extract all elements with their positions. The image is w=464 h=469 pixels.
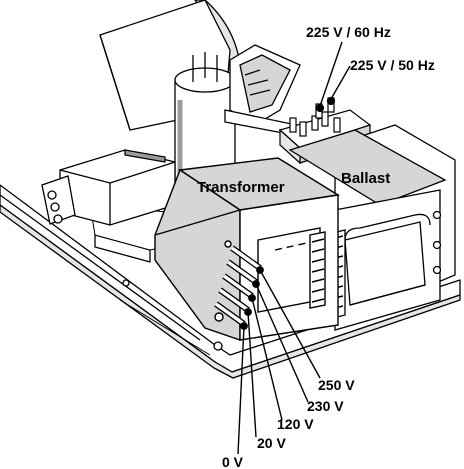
ballast-label: Ballast bbox=[341, 170, 390, 187]
tap-label-20v: 20 V bbox=[257, 435, 286, 451]
tap-leader-lines bbox=[237, 269, 321, 455]
ballast bbox=[288, 124, 456, 331]
tap-label-230v: 230 V bbox=[307, 398, 344, 414]
leader-20v bbox=[247, 311, 257, 438]
transformer bbox=[154, 157, 340, 341]
leader-250v bbox=[259, 269, 321, 379]
selector-leader-lines bbox=[319, 41, 351, 107]
leader-120v bbox=[251, 297, 283, 421]
tap-label-0v: 0 V bbox=[222, 454, 244, 469]
tap-label-250v: 250 V bbox=[318, 377, 355, 393]
leader-60hz bbox=[319, 41, 343, 107]
leader-50hz bbox=[330, 65, 351, 100]
tap-label-120v: 120 V bbox=[277, 416, 314, 432]
leader-230v bbox=[255, 283, 309, 403]
selector-label-50hz: 225 V / 50 Hz bbox=[350, 57, 435, 73]
leader-0v bbox=[237, 325, 245, 455]
transformer-label: Transformer bbox=[197, 179, 285, 196]
filter-box bbox=[41, 149, 176, 226]
selector-label-60hz: 225 V / 60 Hz bbox=[306, 24, 391, 40]
